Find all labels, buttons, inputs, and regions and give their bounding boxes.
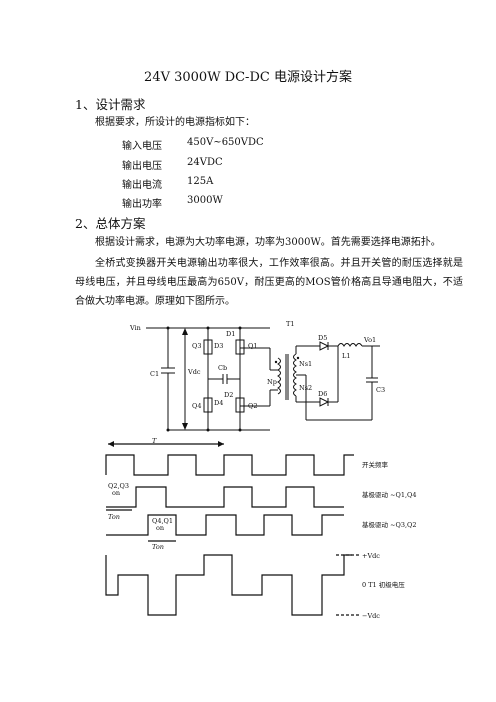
label-d1: D1: [226, 330, 235, 338]
label-q2: Q2: [248, 402, 257, 410]
row-label-primary-voltage: 0 T1 初级电压: [362, 580, 405, 589]
plus-vdc-label: +Vdc: [362, 552, 380, 560]
label-t1: T1: [286, 320, 294, 328]
minus-vdc-label: −Vdc: [362, 612, 380, 620]
ton-label-2: Ton: [152, 543, 164, 551]
label-q4: Q4: [192, 402, 201, 410]
row-label-switch-frequency: 开关频率: [362, 460, 389, 469]
label-vin: Vin: [129, 324, 141, 332]
label-q1: Q1: [248, 342, 257, 350]
spec-value-output-current: 125A: [187, 176, 214, 187]
label-q3: Q3: [192, 342, 201, 350]
label-d5: D5: [318, 334, 327, 342]
plan-paragraph-2: 全桥式变换器开关电源输出功率很大，工作效率很高。并且开关管的耐压选择就是母线电压…: [75, 258, 463, 307]
label-ns2: Ns2: [299, 384, 312, 392]
label-d4: D4: [214, 399, 223, 407]
ton-label-1: Ton: [108, 513, 120, 521]
section-heading-requirements: 1、设计需求: [75, 97, 146, 112]
row-label-drive-q3q2: 基极驱动 ~Q3,Q2: [362, 520, 417, 529]
spec-label-output-current: 输出电流: [122, 180, 162, 191]
period-label: T: [152, 437, 157, 445]
spec-label-input-voltage: 输入电压: [122, 141, 162, 152]
label-vdc: Vdc: [187, 368, 201, 376]
label-np: Np: [267, 378, 277, 386]
spec-label-output-power: 输出功率: [122, 199, 162, 210]
label-vo: Vo1: [363, 336, 376, 344]
switching-waveforms: T Q2,Q3 on Ton Q4,Q1 on Ton 开关频率 基极驱动 ~Q…: [105, 437, 417, 620]
full-bridge-schematic: Vin T1 D1 D3 D2 D4 Q3 Q1 Q4 Q2 Cb C1 Vdc…: [129, 320, 385, 432]
q23-on-word: on: [112, 489, 120, 497]
spec-value-output-power: 3000W: [187, 195, 223, 206]
label-ns1: Ns1: [299, 360, 312, 368]
label-d3: D3: [214, 342, 223, 350]
label-c1: C1: [150, 370, 159, 378]
q41-on-label: Q4,Q1: [152, 517, 173, 525]
page-title: 24V 3000W DC-DC 电源设计方案: [144, 70, 352, 85]
label-d6: D6: [318, 390, 327, 398]
label-d2: D2: [224, 391, 233, 399]
q23-on-label: Q2,Q3: [108, 482, 129, 490]
section-heading-overall-plan: 2、总体方案: [75, 216, 146, 231]
label-c3: C3: [376, 386, 385, 394]
spec-value-input-voltage: 450V~650VDC: [187, 137, 264, 148]
label-l1: L1: [342, 352, 350, 360]
spec-value-output-voltage: 24VDC: [187, 157, 223, 168]
q41-on-word: on: [156, 524, 164, 532]
row-label-drive-q1q4: 基极驱动 ~Q1,Q4: [362, 490, 417, 499]
spec-label-output-voltage: 输出电压: [122, 161, 162, 172]
requirements-intro: 根据要求，所设计的电源指标如下：: [95, 117, 255, 128]
plan-paragraph-1: 根据设计需求，电源为大功率电源，功率为3000W。首先需要选择电源拓扑。: [95, 237, 441, 248]
label-cb: Cb: [218, 364, 227, 372]
